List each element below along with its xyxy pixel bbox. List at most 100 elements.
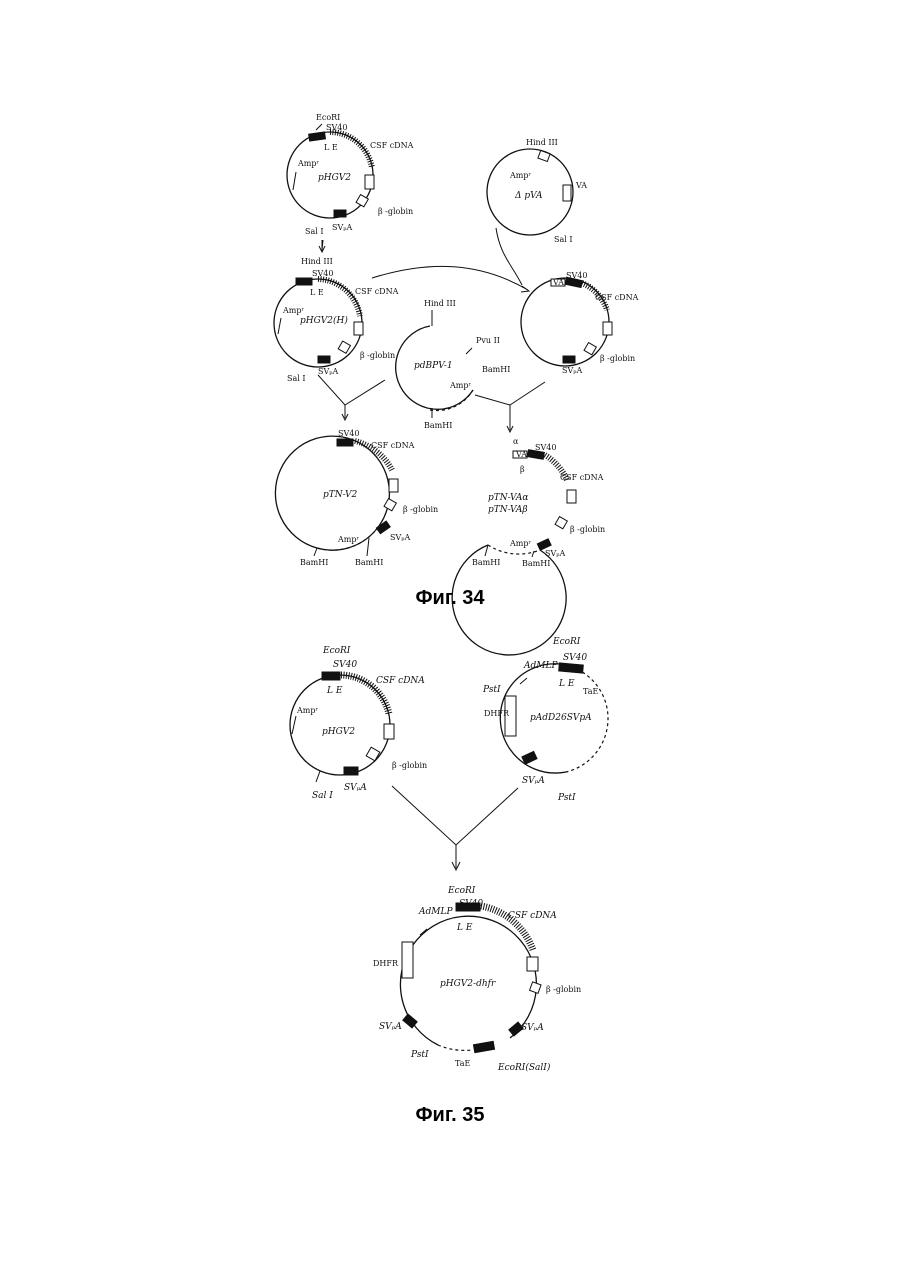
plasmid-name: pHGV2-dhfr <box>440 979 496 989</box>
tae-label: TaE <box>583 687 598 696</box>
bamhi-label: BamHI <box>300 558 328 567</box>
psti-label: PstI <box>557 793 576 803</box>
figure-34: EcoRI SV40 L E CSF cDNA Ampʳ pHGV2 β -gl… <box>274 113 639 655</box>
globin-label: β -globin <box>392 761 427 770</box>
svpa-label-left: SVₚA <box>379 1022 402 1032</box>
ecori-sali-label: EcoRI(SalI) <box>497 1062 551 1073</box>
figure-35-arrows <box>392 786 518 870</box>
plasmid-name-alpha: pTN-VAα <box>488 493 529 503</box>
va-label: VA <box>575 181 587 190</box>
sali-label: Sal I <box>287 374 306 383</box>
svpa-label: SVₚA <box>332 223 352 232</box>
svpa-label: SVₚA <box>545 549 565 558</box>
beta-label: β <box>520 465 525 474</box>
plasmid-phgv2-fig35: EcoRI SV40 L E CSF cDNA Ampʳ pHGV2 β -gl… <box>290 646 427 801</box>
admlp-label: AdMLP <box>418 907 453 917</box>
plasmid-name: pHGV2 <box>322 727 355 737</box>
alpha-label: α <box>513 437 519 446</box>
amp-label: Ampʳ <box>337 535 359 544</box>
csf-cdna-label: CSF cDNA <box>376 676 425 686</box>
globin-label: β -globin <box>403 505 438 514</box>
plasmid-phgv2-dhfr: EcoRI AdMLP SV40 L E CSF cDNA DHFR pHGV2… <box>373 886 581 1073</box>
plasmid-pva: Hind III VA Ampʳ Δ pVA Sal I <box>487 138 587 244</box>
amp-label: Ampʳ <box>509 171 531 180</box>
globin-label: β -globin <box>600 354 635 363</box>
figure-34-caption: Фиг. 34 <box>415 587 485 609</box>
le-label: L E <box>324 143 338 152</box>
va-label: VA <box>552 278 564 287</box>
amp-label: Ampʳ <box>449 381 471 390</box>
csf-cdna-label: CSF cDNA <box>560 473 604 482</box>
plasmid-name: pdBPV-1 <box>414 361 453 371</box>
sv40-label: SV40 <box>459 899 483 909</box>
pvuii-label: Pvu II <box>476 336 500 345</box>
csf-cdna-label: CSF cDNA <box>370 141 414 150</box>
plasmid-name-beta: pTN-VAβ <box>488 505 528 515</box>
plasmid-padd26svpa: EcoRI AdMLP SV40 L E TaE PstI DHFR pAdD2… <box>482 637 608 803</box>
dhfr-label: DHFR <box>484 709 510 718</box>
svpa-label: SVₚA <box>390 533 410 542</box>
sali-label: Sal I <box>312 791 333 801</box>
psti-label: PstI <box>410 1050 429 1060</box>
sv40-label: SV40 <box>333 660 357 670</box>
sv40-label: SV40 <box>535 443 556 452</box>
figure-35: EcoRI SV40 L E CSF cDNA Ampʳ pHGV2 β -gl… <box>290 637 608 1126</box>
ecori-label: EcoRI <box>447 886 476 896</box>
csf-cdna-label: CSF cDNA <box>371 441 415 450</box>
csf-cdna-label: CSF cDNA <box>595 293 639 302</box>
tae-label: TaE <box>455 1059 470 1068</box>
sali-label: Sal I <box>554 235 573 244</box>
globin-label: β -globin <box>360 351 395 360</box>
plasmid-name: pAdD26SVpA <box>530 713 592 723</box>
amp-label: Ampʳ <box>297 159 319 168</box>
plasmid-pdbpv1: Hind III Pvu II pdBPV-1 BamHI Ampʳ BamHI <box>396 299 511 430</box>
hindiii-label: Hind III <box>301 257 333 266</box>
le-label: L E <box>456 923 473 933</box>
plasmid-pva-csf: VA SV40 CSF cDNA β -globin SVₚA <box>521 271 639 375</box>
amp-label: Ampʳ <box>296 706 318 715</box>
bamhi-label: BamHI <box>424 421 452 430</box>
hindiii-label: Hind III <box>526 138 558 147</box>
plasmid-name: pHGV2 <box>318 173 351 183</box>
bamhi-label: BamHI <box>482 365 510 374</box>
sali-label: Sal I <box>305 227 324 236</box>
svpa-label: SVₚA <box>562 366 582 375</box>
amp-label: Ampʳ <box>282 306 304 315</box>
plasmid-name: pTN-V2 <box>323 490 358 500</box>
plasmid-phgv2-top: EcoRI SV40 L E CSF cDNA Ampʳ pHGV2 β -gl… <box>287 113 414 252</box>
ecori-label: EcoRI <box>552 637 581 647</box>
le-label: L E <box>326 686 343 696</box>
ecori-label: EcoRI <box>322 646 351 656</box>
svpa-label: SVₚA <box>522 776 545 786</box>
sv40-label: SV40 <box>338 429 359 438</box>
figure-34-arrows <box>318 228 545 432</box>
bamhi-label: BamHI <box>472 558 500 567</box>
svpa-label: SVₚA <box>344 783 367 793</box>
figure-35-caption: Фиг. 35 <box>415 1104 484 1126</box>
sv40-label: SV40 <box>566 271 587 280</box>
plasmid-name: Δ pVA <box>514 191 543 201</box>
va-label: VA <box>515 450 527 459</box>
admlp-label: AdMLP <box>523 661 558 671</box>
svpa-label-right: SVₚA <box>521 1023 544 1033</box>
globin-label: β -globin <box>378 207 413 216</box>
svpa-label: SVₚA <box>318 367 338 376</box>
dhfr-label: DHFR <box>373 959 399 968</box>
plasmid-name: pHGV2(H) <box>300 315 348 326</box>
plasmid-ptnva: α VA SV40 β CSF cDNA pTN-VAα pTN-VAβ β -… <box>452 437 605 655</box>
sv40-label: SV40 <box>326 123 347 132</box>
le-label: L E <box>310 288 324 297</box>
ecori-label: EcoRI <box>316 113 340 122</box>
amp-label: Ampʳ <box>509 539 531 548</box>
hindiii-label: Hind III <box>424 299 456 308</box>
sv40-label: SV40 <box>563 653 587 663</box>
psti-label: PstI <box>482 685 501 695</box>
le-label: L E <box>558 679 575 689</box>
plasmid-ptnv2: SV40 CSF cDNA pTN-V2 β -globin SVₚA Ampʳ… <box>275 429 438 567</box>
bamhi-label: BamHI <box>355 558 383 567</box>
csf-cdna-label: CSF cDNA <box>508 911 557 921</box>
bamhi-label: BamHI <box>522 559 550 568</box>
sv40-label: SV40 <box>312 269 333 278</box>
csf-cdna-label: CSF cDNA <box>355 287 399 296</box>
